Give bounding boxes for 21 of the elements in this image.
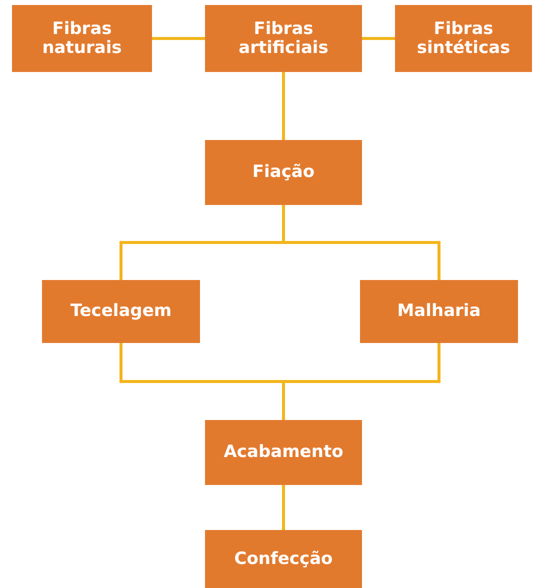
- connector-line: [282, 485, 285, 530]
- box-label: Fiação: [252, 163, 315, 182]
- process-box: [205, 530, 362, 588]
- process-box: [205, 140, 362, 205]
- process-box: [12, 5, 152, 72]
- box-label: Malharia: [397, 302, 481, 321]
- connector-line: [362, 37, 395, 40]
- process-box: [205, 420, 362, 485]
- process-box: [395, 5, 532, 72]
- box-label: Fibras artificiais: [238, 20, 330, 58]
- box-label: Confecção: [234, 550, 333, 568]
- process-box: [360, 280, 518, 343]
- connector-line: [282, 72, 285, 140]
- connector-line: [282, 343, 440, 420]
- box-label: Fibras naturais: [41, 20, 123, 58]
- process-box: [42, 280, 200, 343]
- box-label: Tecelagem: [70, 302, 172, 321]
- connector-line: [152, 37, 205, 40]
- box-label: Acabamento: [224, 443, 344, 462]
- box-label: Fibras sintéticas: [416, 20, 512, 58]
- process-box: [205, 5, 362, 72]
